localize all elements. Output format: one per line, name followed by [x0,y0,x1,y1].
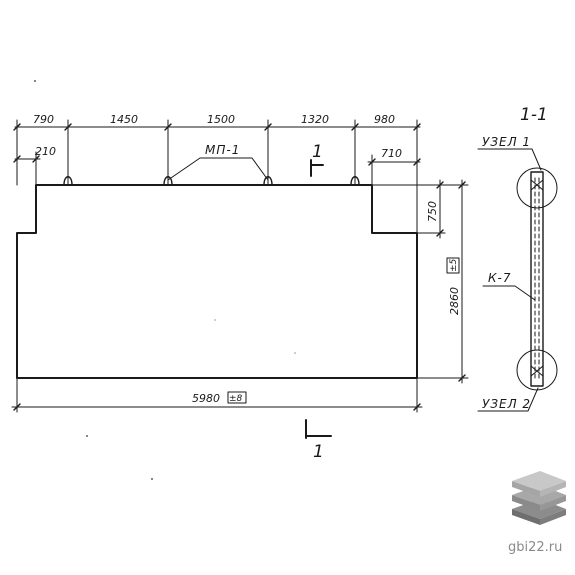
sub-dim-left-slashes [13,155,40,163]
dim-2860-slashes [458,181,466,382]
top-dim-3: 1500 [207,113,235,126]
bottom-dim-slashes [13,403,421,411]
scan-dots [34,80,296,480]
lifting-loops [63,176,360,186]
section-view: 1-1 УЗЕЛ 1 К-7 УЗЕЛ 2 [477,105,558,412]
node-1-circle [516,167,558,209]
slab-bottom-side [512,509,540,525]
slab-bottom-side-r [540,509,566,525]
rebar-label: К-7 [488,271,511,285]
bottom-dimension: 5980 ±8 [11,377,423,413]
section-mark-bottom: 1 [305,419,332,462]
right-dimensions: 750 2860 ±5 [371,179,469,384]
bottom-dim-tol: ±8 [229,394,243,404]
scan-dot [34,80,36,82]
panel-outline [16,184,418,379]
watermark-site: gbi22.ru [508,540,562,555]
section-mark-bottom-lines [305,419,332,439]
sub-dim-right-slashes [368,158,421,166]
scan-dot [151,478,153,480]
node-2-leader [477,387,539,412]
mp1-label: МП-1 [205,143,240,157]
dim-750-slashes [436,181,444,237]
section-mark-bottom-number: 1 [313,442,324,462]
dim-2860-text: 2860 [448,287,461,315]
mp1-leader: МП-1 [167,143,269,181]
top-dimension-chain: 790 1450 1500 1320 980 [13,113,421,234]
rebar-leader [482,285,536,301]
node-2-circle [516,349,558,391]
scan-dot [214,319,216,321]
slab-mid-side [512,495,540,511]
section-panel-outer [530,171,544,387]
top-dim-4: 1320 [301,113,329,126]
top-dim-5: 980 [374,113,395,126]
sub-dimension-left: 210 [13,145,56,186]
dim-2860-tol-box [446,257,460,274]
node-1-detail [530,179,544,191]
section-mark-top-lines [310,159,324,177]
section-mark-top: 1 [310,142,324,177]
top-dim-1: 790 [33,113,54,126]
node-2-label: УЗЕЛ 2 [482,397,531,411]
sub-dim-right-text: 710 [381,147,402,160]
node-1-leader [477,148,542,171]
scan-dot [86,435,88,437]
slab-top-side [512,481,540,497]
section-title: 1-1 [520,105,548,125]
bottom-dim-text: 5980 [192,392,220,405]
top-dim-2: 1450 [110,113,138,126]
slab-top-side-r [540,481,566,497]
bottom-dim-tol-box [227,391,247,404]
stacked-slabs-icon [512,471,566,525]
scan-dot [294,352,296,354]
node-2-detail [530,365,544,377]
slab-mid-side-r [540,495,566,511]
watermark: gbi22.ru [508,471,566,555]
node-1-label: УЗЕЛ 1 [482,135,531,149]
sub-dimension-right: 710 [367,147,421,186]
section-rebar [534,177,540,381]
panel-contour [16,184,418,379]
mp1-leader-lines [167,157,269,181]
top-dim-slashes [13,123,421,131]
dim-750-text: 750 [426,201,439,222]
sub-dim-left-text: 210 [35,145,56,158]
section-mark-top-number: 1 [312,142,323,162]
slab-top [512,471,566,491]
dim-2860-tol: ±5 [449,258,459,272]
